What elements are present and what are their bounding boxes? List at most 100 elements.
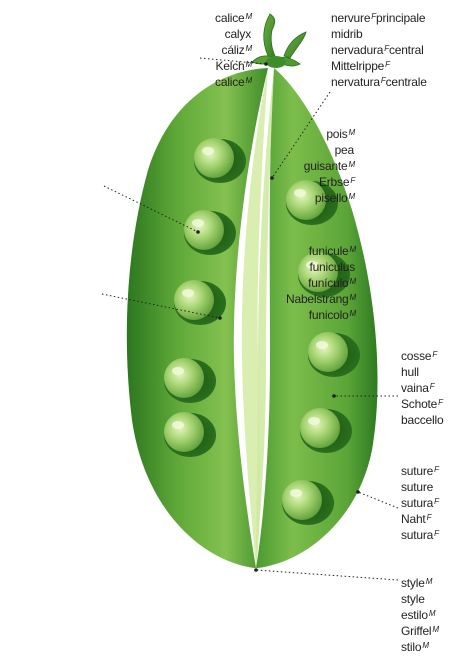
label-line: KelchM	[215, 58, 252, 74]
term-text: midrib	[331, 27, 362, 41]
label-line: NahtF	[401, 511, 439, 527]
term-suffix: central	[389, 43, 424, 57]
pea-highlight	[202, 147, 214, 155]
pea	[282, 480, 322, 520]
gender-marker: M	[432, 625, 438, 634]
term-text: Kelch	[216, 59, 245, 73]
gender-marker: M	[350, 293, 356, 302]
pea-highlight	[172, 367, 184, 375]
term-text: sutura	[401, 496, 433, 510]
term-text: calyx	[225, 27, 251, 41]
gender-marker: M	[246, 60, 252, 69]
label-funiculus: funiculeMfuniculusfunículoMNabelstrangMf…	[286, 243, 356, 323]
term-text: Schote	[401, 397, 437, 411]
label-line: GriffelM	[401, 623, 439, 639]
gender-marker: F	[432, 350, 437, 359]
term-text: funicule	[309, 244, 349, 258]
label-line: MittelrippeF	[331, 58, 427, 74]
label-line: suturaF	[401, 527, 439, 543]
label-line: nervureFprincipale	[331, 10, 427, 26]
term-text: estilo	[401, 608, 428, 622]
label-line: midrib	[331, 26, 427, 42]
term-text: funículo	[308, 276, 348, 290]
term-text: Griffel	[401, 624, 431, 638]
leader-dot-hull	[332, 394, 336, 398]
term-text: hull	[401, 365, 419, 379]
label-line: poisM	[304, 126, 355, 142]
label-line: funicoloM	[286, 307, 356, 323]
term-text: Naht	[401, 512, 426, 526]
label-line: piselloM	[304, 190, 355, 206]
pea	[308, 332, 348, 372]
label-line: caliceM	[215, 10, 252, 26]
label-line: cosseF	[401, 348, 444, 364]
gender-marker: F	[384, 44, 389, 53]
label-line: funiculus	[286, 259, 356, 275]
gender-marker: M	[246, 12, 252, 21]
label-line: SchoteF	[401, 396, 444, 412]
label-line: style	[401, 591, 439, 607]
term-text: pois	[326, 127, 347, 141]
term-text: Erbse	[319, 175, 349, 189]
term-text: nervure	[331, 11, 370, 25]
term-text: cosse	[401, 349, 431, 363]
gender-marker: F	[371, 12, 376, 21]
gender-marker: F	[427, 513, 432, 522]
calyx-graphic	[252, 14, 306, 68]
gender-marker: M	[429, 609, 435, 618]
term-text: pea	[335, 143, 354, 157]
leader-dot-funiculus	[218, 316, 222, 320]
label-calyx: caliceMcalyxcálizMKelchMcaliceM	[215, 10, 252, 90]
gender-marker: M	[350, 277, 356, 286]
label-line: hull	[401, 364, 444, 380]
pea	[184, 210, 224, 250]
gender-marker: M	[426, 577, 432, 586]
label-line: nervaduraFcentral	[331, 42, 427, 58]
label-line: caliceM	[215, 74, 252, 90]
label-line: suture	[401, 479, 439, 495]
gender-marker: M	[350, 309, 356, 318]
label-line: guisanteM	[304, 158, 355, 174]
label-line: nervaturaFcentrale	[331, 74, 427, 90]
pea-highlight	[172, 421, 184, 429]
label-line: styleM	[401, 575, 439, 591]
term-text: funicolo	[309, 308, 349, 322]
gender-marker: F	[434, 529, 439, 538]
pea-highlight	[308, 417, 320, 425]
term-text: suture	[401, 480, 433, 494]
gender-marker: F	[381, 76, 386, 85]
leader-dot-calyx	[264, 62, 268, 66]
gender-marker: M	[350, 245, 356, 254]
term-text: calice	[215, 75, 244, 89]
gender-marker: M	[246, 44, 252, 53]
label-line: vainaF	[401, 380, 444, 396]
pea-highlight	[290, 489, 302, 497]
label-line: ErbseF	[304, 174, 355, 190]
label-line: calyx	[215, 26, 252, 42]
pea	[174, 280, 214, 320]
gender-marker: M	[422, 641, 428, 650]
gender-marker: F	[385, 60, 390, 69]
leader-dot-style	[254, 568, 258, 572]
label-line: pea	[304, 142, 355, 158]
term-text: stilo	[401, 640, 421, 654]
pea-highlight	[182, 289, 194, 297]
term-text: sutura	[401, 528, 433, 542]
term-text: guisante	[304, 159, 348, 173]
gender-marker: F	[430, 382, 435, 391]
pea	[194, 138, 234, 178]
term-text: style	[401, 592, 425, 606]
term-text: style	[401, 576, 425, 590]
term-text: suture	[401, 464, 433, 478]
term-suffix: principale	[376, 11, 425, 25]
pea	[164, 358, 204, 398]
label-line: suturaF	[401, 495, 439, 511]
gender-marker: F	[434, 497, 439, 506]
term-text: pisello	[315, 191, 348, 205]
leader-dot-pea	[196, 230, 200, 234]
